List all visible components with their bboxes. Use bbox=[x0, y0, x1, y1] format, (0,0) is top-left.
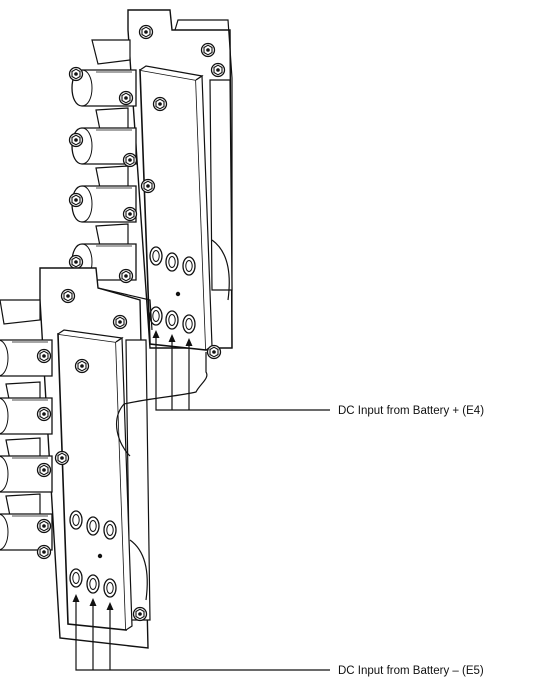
leader-positive bbox=[155, 336, 330, 411]
lower-busbar-assembly bbox=[0, 267, 153, 649]
callout-battery-positive: DC Input from Battery + (E4) bbox=[338, 405, 484, 417]
callout-battery-negative: DC Input from Battery – (E5) bbox=[338, 665, 484, 677]
upper-busbar-assembly bbox=[68, 9, 233, 360]
cut-line bbox=[115, 352, 208, 457]
leader-negative bbox=[75, 600, 330, 671]
